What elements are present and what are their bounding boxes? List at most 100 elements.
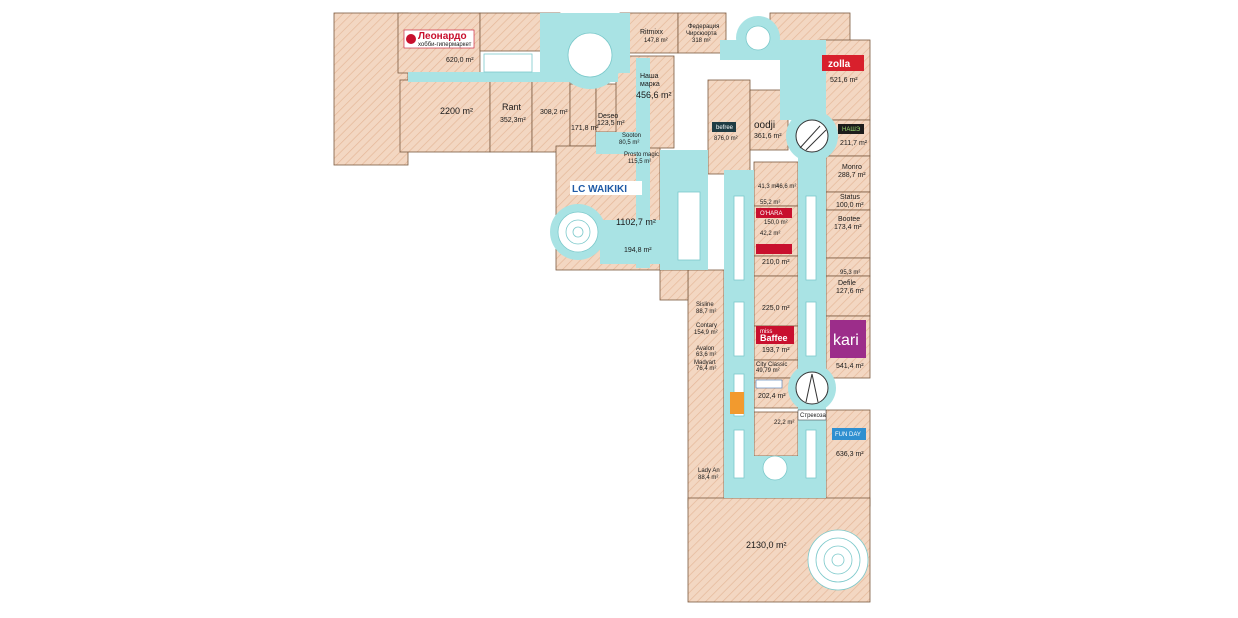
ladyan-name: Lady An	[698, 468, 720, 474]
corridor-diagonal	[780, 60, 820, 120]
store-block-west-col2[interactable]	[659, 269, 689, 301]
city-name: City Classic	[756, 362, 787, 368]
strekoza-badge[interactable]	[797, 409, 827, 421]
area-22: 22,2 m²	[774, 420, 794, 426]
befree-badge[interactable]	[712, 122, 736, 132]
avalon-name: Avalon	[696, 346, 714, 352]
kari-name: kari	[833, 332, 859, 349]
void-lc-inner	[565, 219, 591, 245]
bootee-name: Bootee	[838, 216, 860, 223]
leonardo-name: Леонардо	[418, 31, 467, 42]
corridor-west	[408, 72, 618, 82]
codex-badge[interactable]	[756, 244, 792, 254]
void-north	[567, 32, 613, 78]
defile-name: Defile	[838, 280, 856, 287]
prosto-name: Prosto magic	[624, 152, 659, 158]
escalator-south-line2	[811, 373, 819, 403]
store-labels: Леонардо хобби-гипермаркет 620,0 m² 2200…	[418, 24, 868, 550]
corridor-lc	[600, 220, 660, 264]
area-225: 225,0 m²	[762, 305, 790, 312]
leonardo-area: 620,0 m²	[446, 57, 474, 64]
lcwaikiki-badge[interactable]	[570, 181, 642, 195]
deseo-area: 123,5 m²	[597, 120, 625, 127]
store-block-308[interactable]	[531, 79, 571, 153]
store-block-defile[interactable]	[825, 275, 871, 317]
void-ne	[745, 25, 771, 51]
store-block-west-col[interactable]	[687, 269, 725, 509]
store-block-federacia[interactable]	[677, 12, 727, 54]
leonardo-sub: хобби-гипермаркет	[418, 42, 472, 48]
store-block-funday[interactable]	[825, 409, 871, 507]
void-bottom	[762, 455, 788, 481]
funday-badge[interactable]	[832, 428, 866, 440]
strekoza-name: Стрекоза	[800, 413, 826, 419]
escalator-south-line1	[805, 373, 813, 403]
naedi-area: 211,7 m²	[840, 140, 868, 147]
rant-name: Rant	[502, 102, 522, 112]
federacia-sub: Чирсюорта	[686, 31, 717, 37]
status-name: Status	[840, 194, 860, 201]
zolla-name: zolla	[828, 59, 851, 70]
funday-area: 636,3 m²	[836, 451, 864, 458]
nasha-sub: марка	[640, 81, 660, 88]
bavaria-badge[interactable]	[755, 379, 783, 389]
skylight-left-1	[733, 195, 745, 281]
skylight-right-2	[805, 301, 817, 357]
area-171: 171,8 m²	[571, 125, 599, 132]
store-block-bootee[interactable]	[825, 209, 871, 259]
area-55: 55,2 m²	[760, 200, 780, 206]
oodji-area: 361,6 m²	[754, 133, 782, 140]
naedi-badge[interactable]	[838, 124, 864, 134]
baffee-area: 193,7 m²	[762, 347, 790, 354]
ritmixx-area: 147,8 m²	[644, 38, 668, 44]
store-block-rant[interactable]	[489, 79, 533, 153]
area-46: 46,6 m²	[776, 184, 796, 190]
baffee-badge[interactable]	[756, 326, 794, 344]
area-202: 202,4 m²	[758, 393, 786, 400]
void-se-4	[831, 553, 845, 567]
void-lc	[557, 211, 599, 253]
sisline-area: 88,7 m²	[696, 309, 716, 315]
naedi-name: НАШЭ	[842, 127, 861, 133]
nasha-area: 456,6 m²	[636, 90, 672, 100]
leonardo-badge[interactable]	[403, 29, 475, 49]
ohara-badge[interactable]	[756, 208, 792, 218]
baffee-sub: miss	[760, 329, 772, 335]
monro-area: 288,7 m²	[838, 172, 866, 179]
skylight-left-2	[733, 301, 745, 357]
store-block-171[interactable]	[569, 83, 597, 147]
rant-area: 352,3m²	[500, 117, 526, 124]
zolla-badge[interactable]	[822, 55, 864, 71]
store-block-225[interactable]	[753, 275, 799, 327]
area-95: 95,3 m²	[840, 270, 860, 276]
kari-badge[interactable]	[830, 320, 866, 358]
area-2130: 2130,0 m²	[746, 540, 787, 550]
corridor-west-link	[596, 132, 636, 154]
area-42: 42,2 m²	[760, 231, 780, 237]
void-lc-core	[572, 226, 584, 238]
ohara-area: 150,0 m²	[764, 220, 788, 226]
befree-name: befree	[716, 125, 734, 131]
store-block-island-top[interactable]	[753, 161, 799, 207]
escalator-east-line1	[799, 125, 821, 149]
escalators	[795, 119, 829, 405]
store-block-west[interactable]	[333, 12, 409, 166]
funday-name: FUN DAY	[835, 432, 861, 438]
void-se-3	[823, 545, 853, 575]
ladyan-area: 88,4 m²	[698, 475, 718, 481]
store-block-island-bottom[interactable]	[753, 411, 799, 457]
monro-name: Monro	[842, 164, 862, 171]
deseo-name: Deseo	[598, 113, 618, 120]
avalon-area: 63,6 m²	[696, 352, 716, 358]
skylight-right-1	[805, 195, 817, 281]
brand-badges	[403, 29, 866, 440]
bootee-area: 173,4 m²	[834, 224, 862, 231]
area-41: 41,3 m²	[758, 184, 778, 190]
contary-name: Contary	[696, 323, 717, 329]
prosto-area: 115,5 m²	[628, 159, 651, 165]
area-2200: 2200 m²	[440, 106, 473, 116]
escalator-east-line2	[805, 129, 827, 151]
store-block-2200[interactable]	[399, 79, 491, 153]
store-block-monro[interactable]	[825, 155, 871, 193]
